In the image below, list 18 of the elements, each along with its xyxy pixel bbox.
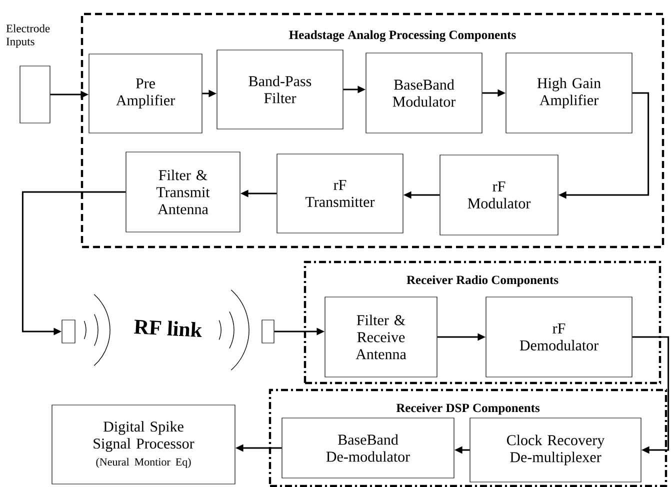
input-box: Electrode Inputs	[6, 24, 50, 124]
node-label: Electrode Inputs	[6, 24, 50, 48]
process-box: Pre Amplifier	[88, 54, 202, 134]
arrow	[632, 336, 670, 454]
process-box: High Gain Amplifier	[506, 52, 632, 134]
process-box: rF Transmitter	[276, 154, 404, 234]
link-label: RF link	[134, 320, 202, 338]
process-box: Clock Recovery De-multiplexer	[470, 418, 642, 482]
process-box: rF Modulator	[440, 154, 558, 236]
antenna-box	[62, 320, 76, 344]
process-box: BaseBand Modulator	[366, 52, 482, 134]
process-box: Filter & Transmit Antenna	[126, 152, 240, 232]
antenna-box	[262, 320, 274, 344]
process-box: Band-Pass Filter	[216, 50, 344, 130]
process-box: Digital Spike Signal Processor (Neural Montior Eq)	[52, 404, 236, 484]
process-box: Filter & Receive Antenna	[324, 296, 438, 378]
process-box: BaseBand De-modulator	[282, 418, 454, 478]
process-box: rF Demodulator	[486, 296, 632, 378]
